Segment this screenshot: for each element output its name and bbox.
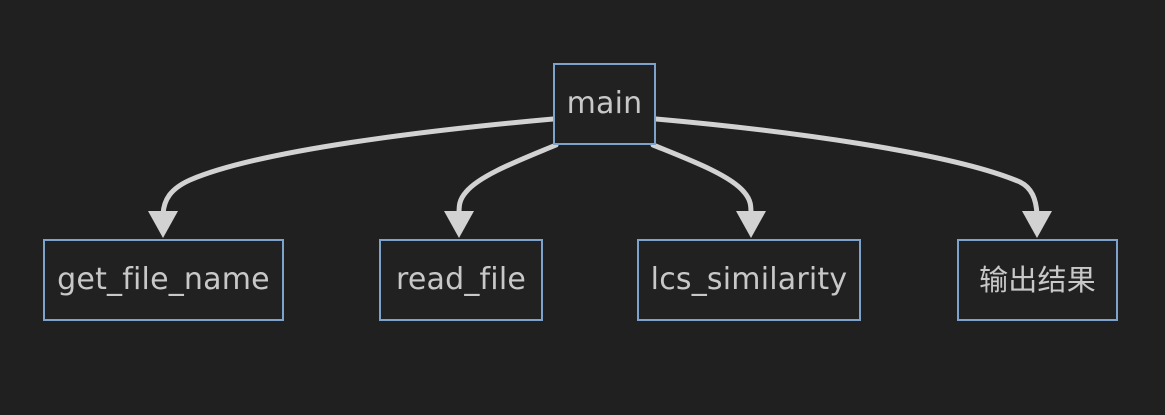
edge-main-to-get_file_name (160, 116, 556, 217)
node-get-file-name-label: get_file_name (57, 262, 270, 297)
arrowhead-down-icon (444, 211, 474, 238)
node-output-result-label: 输出结果 (979, 262, 1096, 297)
arrowhead-down-icon (1022, 211, 1052, 238)
node-main-label: main (566, 86, 643, 121)
node-main[interactable]: main (553, 63, 656, 145)
node-lcs-similarity[interactable]: lcs_similarity (637, 239, 861, 321)
node-read-file-label: read_file (395, 262, 527, 297)
edge-main-to-read_file (456, 142, 559, 217)
node-read-file[interactable]: read_file (379, 239, 543, 321)
edge-main-to-lcs_similarity (650, 142, 754, 217)
edge-main-to-output (653, 116, 1040, 217)
node-get-file-name[interactable]: get_file_name (43, 239, 284, 321)
arrowhead-down-icon (148, 211, 178, 238)
node-lcs-similarity-label: lcs_similarity (650, 262, 848, 297)
arrowhead-down-icon (736, 211, 766, 238)
node-output-result[interactable]: 输出结果 (957, 239, 1118, 321)
